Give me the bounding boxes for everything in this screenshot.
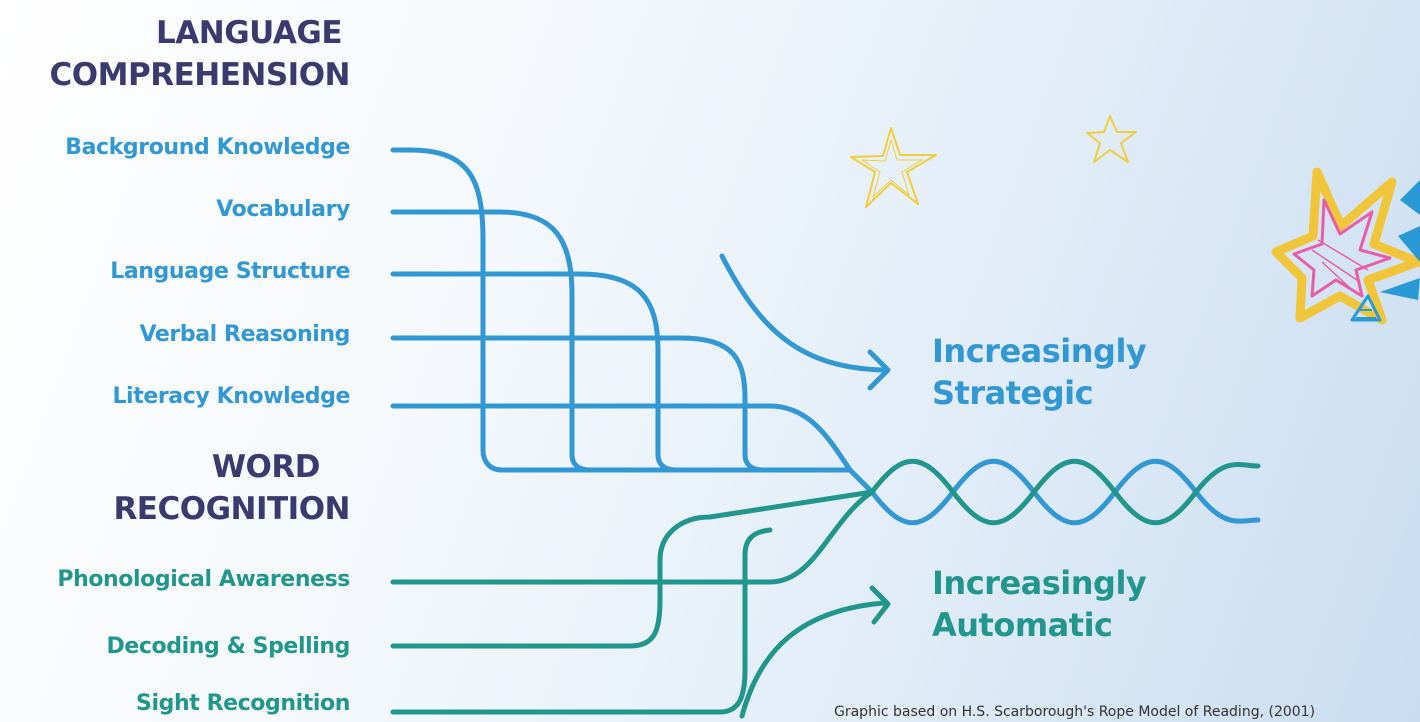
rope-teal: [869, 458, 1261, 526]
strand-literacy-knowledge: [390, 403, 875, 495]
outcome-line: Automatic: [932, 606, 1113, 644]
heading-line: WORD: [211, 449, 321, 485]
strand-label-vocabulary: Vocabulary: [216, 197, 350, 222]
language-comprehension-heading: LANGUAGE COMPREHENSION: [49, 12, 351, 96]
strand-verbal-reasoning: [390, 335, 766, 473]
star-outline-icon: [1086, 115, 1137, 163]
strand-label-background-knowledge: Background Knowledge: [65, 135, 350, 160]
heading-line: COMPREHENSION: [49, 57, 351, 93]
star-outline-icon: [850, 127, 937, 208]
burst-star-icon: [1271, 167, 1420, 325]
outcome-line: Increasingly: [932, 564, 1147, 602]
source-caption: Graphic based on H.S. Scarborough's Rope…: [834, 704, 1316, 720]
language-comprehension-strands: [390, 147, 1261, 526]
strand-phonological-awareness: [390, 489, 875, 585]
arrow-strategic-icon: [719, 253, 887, 373]
outcome-automatic: Increasingly Automatic: [932, 562, 1147, 646]
arrowhead-strategic-icon: [867, 349, 891, 391]
strand-label-literacy-knowledge: Literacy Knowledge: [112, 384, 350, 409]
outcome-line: Strategic: [932, 374, 1094, 412]
heading-line: RECOGNITION: [113, 491, 350, 527]
strand-language-structure: [390, 271, 679, 473]
strand-label-language-structure: Language Structure: [110, 259, 350, 284]
strand-vocabulary: [390, 209, 593, 473]
strand-decoding-spelling: [390, 489, 875, 649]
arrow-automatic-icon: [739, 600, 887, 719]
strand-label-sight-recognition: Sight Recognition: [136, 691, 350, 716]
word-recognition-strands: [390, 458, 1261, 715]
strand-label-decoding-spelling: Decoding & Spelling: [106, 634, 351, 659]
heading-line: LANGUAGE: [156, 15, 342, 51]
strand-background-knowledge: [390, 147, 853, 473]
strand-label-phonological-awareness: Phonological Awareness: [57, 567, 350, 592]
outcome-line: Increasingly: [932, 332, 1147, 370]
outcome-strategic: Increasingly Strategic: [932, 330, 1147, 414]
word-recognition-heading: WORD RECOGNITION: [113, 446, 350, 530]
arrowhead-automatic-icon: [869, 585, 891, 625]
strand-label-verbal-reasoning: Verbal Reasoning: [139, 322, 350, 347]
strand-sight-recognition: [390, 527, 773, 715]
